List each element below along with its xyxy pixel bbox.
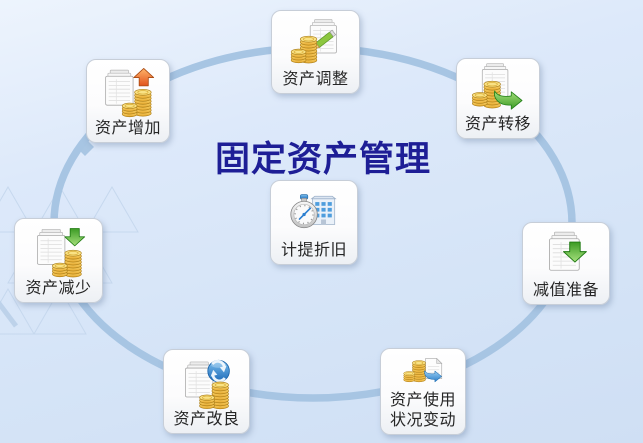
- coins-page-forward-arrow-icon: [403, 358, 443, 383]
- node-label: 资产使用 状况变动: [389, 392, 456, 429]
- node-label: 减值准备: [532, 282, 599, 299]
- document-coins-pencil-icon: [290, 19, 337, 64]
- node-label: 资产增加: [94, 120, 161, 137]
- node-asset-adjustment[interactable]: 资产调整: [271, 10, 360, 94]
- node-label: 资产转移: [464, 116, 531, 133]
- node-asset-transfer[interactable]: 资产转移: [456, 58, 540, 139]
- node-asset-decrease[interactable]: 资产减少: [14, 218, 103, 303]
- document-coins-down-arrow-icon: [36, 228, 85, 278]
- node-asset-usage-status-change[interactable]: 资产使用 状况变动: [380, 348, 466, 435]
- node-depreciation-accrual[interactable]: 计提折旧: [270, 180, 358, 265]
- document-coins-up-arrow-icon: [105, 68, 155, 118]
- document-down-arrow-icon: [549, 231, 587, 271]
- diagram-title: 固定资产管理: [214, 139, 431, 180]
- node-label: 资产减少: [25, 280, 92, 297]
- node-asset-improvement[interactable]: 资产改良: [163, 349, 250, 434]
- document-coins-sync-icon: [184, 358, 231, 410]
- node-label: 资产调整: [282, 71, 349, 88]
- document-coins-transfer-arrow-icon: [471, 63, 523, 110]
- node-label: 计提折旧: [280, 242, 347, 259]
- node-asset-increase[interactable]: 资产增加: [86, 59, 170, 143]
- node-impairment-provision[interactable]: 减值准备: [522, 222, 610, 305]
- node-label: 资产改良: [173, 411, 240, 428]
- stopwatch-building-icon: [289, 193, 336, 229]
